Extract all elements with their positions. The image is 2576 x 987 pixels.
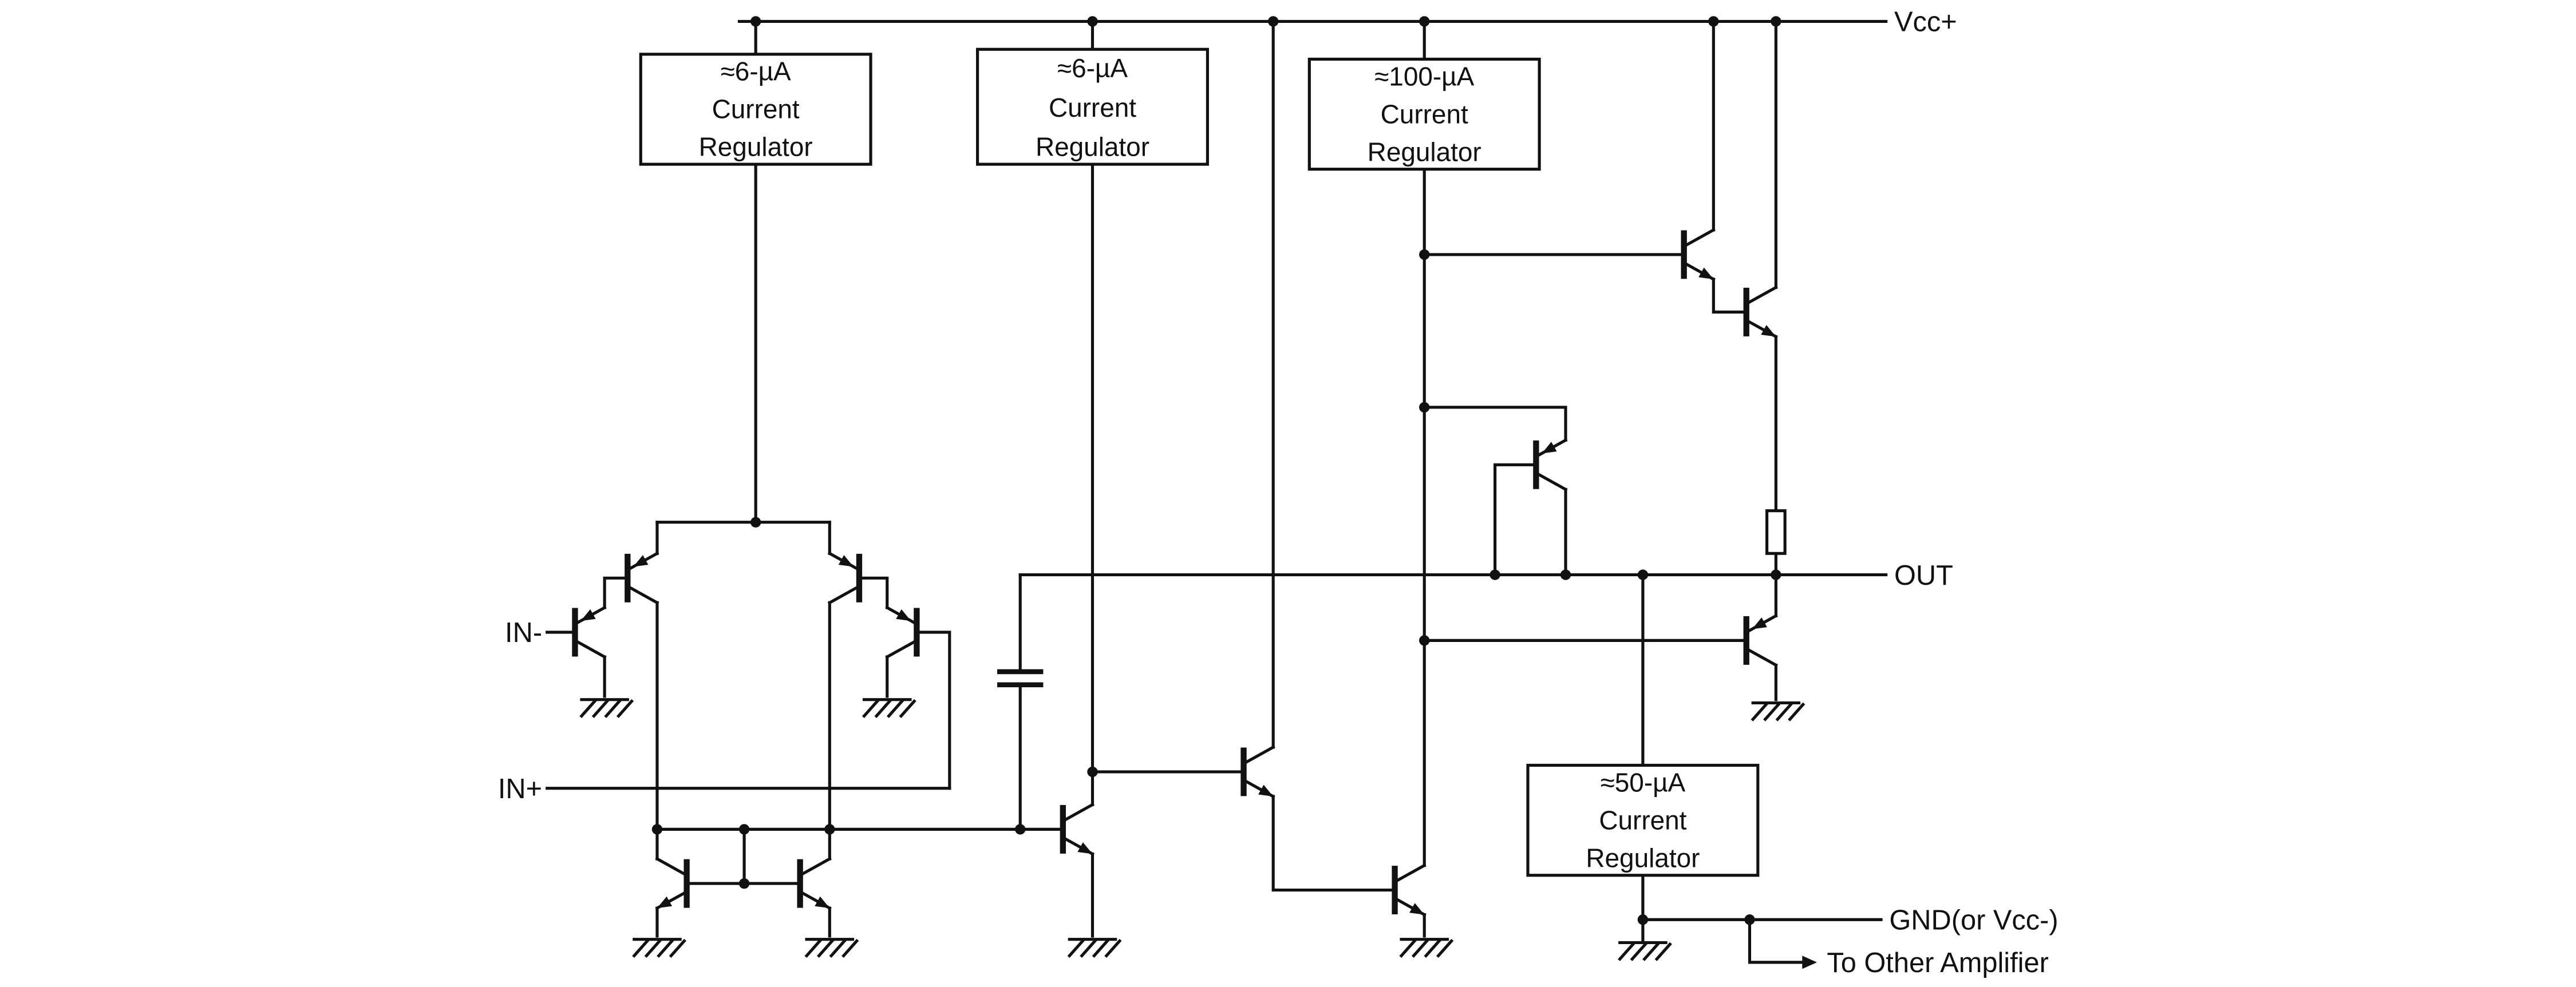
junction-dot [1419,402,1430,413]
ground-icon [1751,701,1805,722]
regulator-2-line-3: Regulator [1036,132,1149,162]
regulator-3-outline [1307,57,1541,171]
regulator-1-value: ≈6-µA [721,57,791,86]
transistor-output-pulldown [1743,613,1778,667]
wire [603,576,629,609]
out-label: OUT [1894,560,1953,591]
regulator-4-value: ≈50-µA [1601,767,1686,797]
regulator-3-value: ≈100-µA [1374,61,1475,91]
junction-dot [738,878,750,889]
junction-dot [1087,16,1098,27]
ground-icon [1618,941,1672,961]
transistor-darlington-second [1743,285,1778,339]
vcc-plus-label: Vcc+ [1894,7,1957,38]
current-regulator-box-4: ≈50-µA Current Regulator [1526,763,1760,877]
junction-dot [1015,824,1026,835]
junction-dot [1419,16,1430,27]
ground-icon [579,698,634,719]
in-plus-label: IN+ [498,774,542,804]
wire [1271,795,1397,892]
transistor-bias-diode [1533,438,1568,491]
to-other-amplifier-arrow-icon [1802,956,1818,969]
junction-dot [1419,635,1430,646]
current-regulator-box-1: ≈6-µA Current Regulator [639,53,872,166]
regulator-3-line-2: Current [1381,99,1468,129]
junction-dot [738,824,750,835]
junction-dot [1744,914,1755,925]
transistor-gain-stage [1060,802,1095,856]
transistor-diff-pair-right [827,551,863,605]
wire [1494,463,1538,577]
transistor-mirror-right [797,857,832,910]
wire [1748,918,1805,964]
transistor-driver-follower [1240,745,1275,799]
transistor-mirror-left [655,857,690,910]
ground-icon [804,938,859,958]
regulator-4-outline [1526,763,1760,877]
current-regulator-box-2: ≈6-µA Current Regulator [976,47,1209,166]
junction-dot [750,16,761,27]
wire [1423,406,1567,442]
transistor-diff-pair-left [625,551,659,605]
transistor-darlington-first [1681,228,1716,282]
regulator-2-line-2: Current [1049,93,1136,122]
wire [1712,278,1748,314]
junction-dot [1267,16,1279,27]
ground-icon [1067,938,1122,958]
circuit-wiring [546,16,1888,964]
resistor-body [1765,509,1787,555]
junction-dot [651,824,663,835]
ground-icon [862,698,916,719]
regulator-2-value: ≈6-µA [1057,53,1128,83]
junction-dot [1560,569,1571,580]
wire [858,576,889,609]
junction-dot [1771,569,1781,580]
junction-dot [1637,914,1649,925]
regulator-4-line-2: Current [1599,805,1686,835]
current-regulator-box-3: ≈100-µA Current Regulator [1307,57,1541,171]
port-labels: Vcc+ IN- IN+ OUT GND(or Vcc-) To Other A… [498,7,2059,978]
output-series-resistor [1765,509,1787,555]
regulator-4-line-3: Regulator [1586,843,1700,873]
junction-dot [1708,16,1719,27]
junction-dot [1490,569,1500,580]
transistor-in-plus-input [885,605,920,659]
regulator-1-outline [639,53,872,166]
junction-dot [1087,766,1098,778]
junction-dot [1419,249,1430,260]
junction-dot [1637,569,1649,580]
transistor-sink-driver [1392,863,1427,917]
to-other-amplifier-label: To Other Amplifier [1827,948,2049,978]
regulator-2-outline [976,47,1209,166]
ground-icon [632,938,686,958]
regulator-1-line-3: Regulator [699,132,813,162]
junction-dot [1771,16,1781,27]
compensation-capacitor [997,669,1044,688]
junction-dot [750,517,761,528]
ground-icon [1399,938,1454,958]
junction-dot [824,824,835,835]
regulator-3-line-3: Regulator [1368,137,1481,167]
wire [915,631,951,790]
gnd-label: GND(or Vcc-) [1889,905,2058,936]
transistor-in-minus-input [572,605,607,659]
regulator-1-line-2: Current [712,94,800,124]
in-minus-label: IN- [505,617,542,648]
